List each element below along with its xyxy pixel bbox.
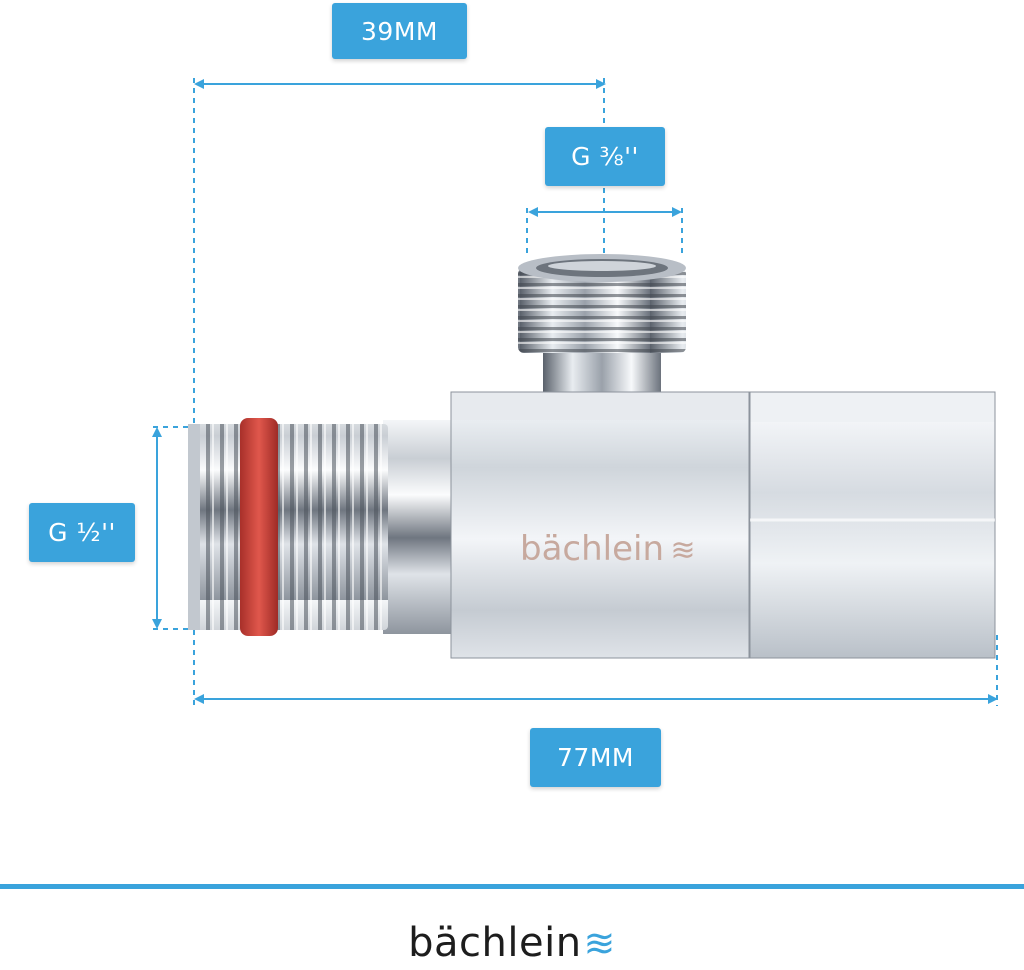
dimension-label-top-width: 39MM <box>332 3 467 59</box>
seal-ring <box>240 418 278 636</box>
body-logo-text: bächlein <box>520 529 664 569</box>
valve-body: bächlein ≋ <box>450 391 750 659</box>
dimension-label-outlet-thread: G ⅜'' <box>545 127 665 186</box>
dimension-label-inlet-thread: G ½'' <box>29 503 135 562</box>
inlet-fitting <box>188 418 453 636</box>
waves-icon: ≋ <box>583 921 616 965</box>
brand-name: bächlein <box>408 920 582 966</box>
footer-brand-logo: bächlein≋ <box>0 918 1024 968</box>
body-logo-waves-icon: ≋ <box>670 533 695 568</box>
valve-cap <box>749 391 996 659</box>
footer-divider <box>0 884 1024 889</box>
dimension-label-total-length: 77MM <box>530 728 661 787</box>
